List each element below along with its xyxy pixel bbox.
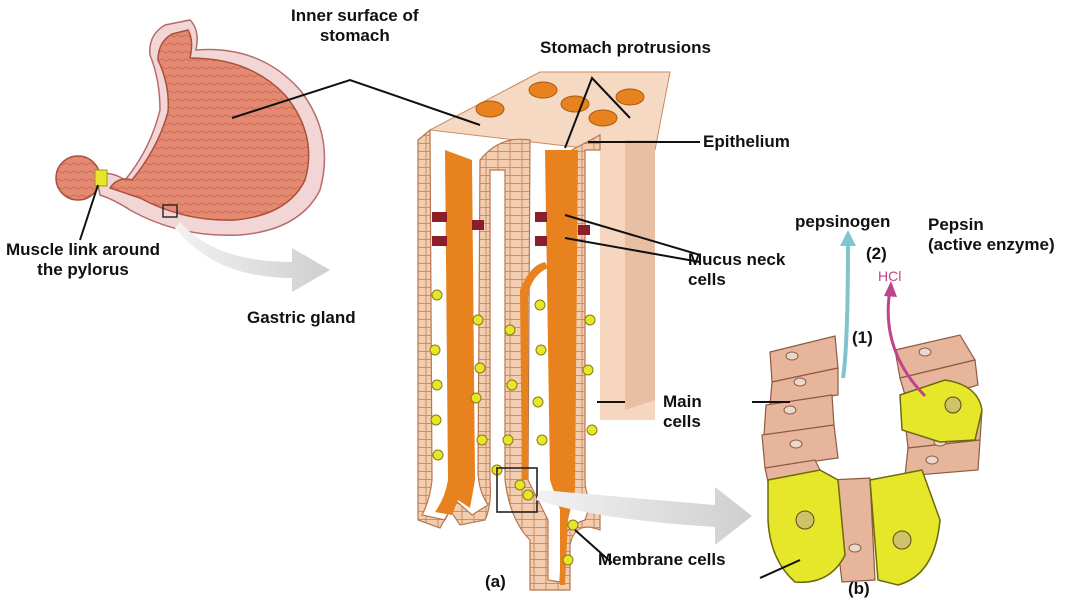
- muscle-link-label: Muscle link around the pylorus: [6, 240, 160, 280]
- gastric-gland-label: Gastric gland: [247, 308, 356, 328]
- inner-surface-label: Inner surface of stomach: [291, 6, 419, 46]
- surface-pit: [529, 82, 557, 98]
- mucus-neck-band: [535, 212, 547, 222]
- main-cells-label-line1: Main: [663, 392, 702, 412]
- pepsin-label-line2: (active enzyme): [928, 235, 1055, 255]
- mucus-neck-band: [432, 236, 447, 246]
- panel-a-label: (a): [485, 572, 506, 592]
- pepsinogen-arrow: [843, 240, 848, 378]
- step-1-label: (1): [852, 328, 873, 348]
- gland-lumen-branch: [520, 262, 548, 480]
- inner-surface-label-line1: Inner surface of: [291, 6, 419, 26]
- surface-pit: [616, 89, 644, 105]
- pepsin-label: Pepsin (active enzyme): [928, 215, 1055, 255]
- stomach-illustration: [56, 20, 325, 235]
- gland-lumen-left: [435, 150, 475, 515]
- surface-pit: [589, 110, 617, 126]
- pepsinogen-label: pepsinogen: [795, 212, 890, 232]
- duodenum-bulb: [56, 156, 100, 200]
- muscle-link-label-line2: the pylorus: [6, 260, 160, 280]
- mucus-neck-label-line1: Mucus neck: [688, 250, 785, 270]
- tissue-side-shade: [625, 140, 655, 410]
- mucus-neck-band: [578, 225, 590, 235]
- step-2-label: (2): [866, 244, 887, 264]
- main-cells-label: Main cells: [663, 392, 702, 432]
- epithelium-label: Epithelium: [703, 132, 790, 152]
- stomach-protrusions-label: Stomach protrusions: [540, 38, 711, 58]
- mucus-neck-band: [432, 212, 447, 222]
- hcl-label: HCl: [878, 266, 901, 286]
- mucus-neck-label: Mucus neck cells: [688, 250, 785, 290]
- mucus-neck-band: [535, 236, 547, 246]
- pylorus-muscle: [95, 170, 107, 186]
- membrane-cells-label: Membrane cells: [598, 550, 726, 570]
- main-cells-label-line2: cells: [663, 412, 702, 432]
- pepsinogen-arrowhead: [840, 230, 856, 246]
- muscle-link-label-line1: Muscle link around: [6, 240, 160, 260]
- stomach-body: [110, 30, 309, 220]
- surface-pit: [476, 101, 504, 117]
- pepsin-label-line1: Pepsin: [928, 215, 1055, 235]
- mucus-neck-band: [472, 220, 484, 230]
- mucus-neck-label-line2: cells: [688, 270, 785, 290]
- panel-b-label: (b): [848, 579, 870, 599]
- inner-surface-label-line2: stomach: [291, 26, 419, 46]
- gastric-cell-cluster: [762, 335, 982, 585]
